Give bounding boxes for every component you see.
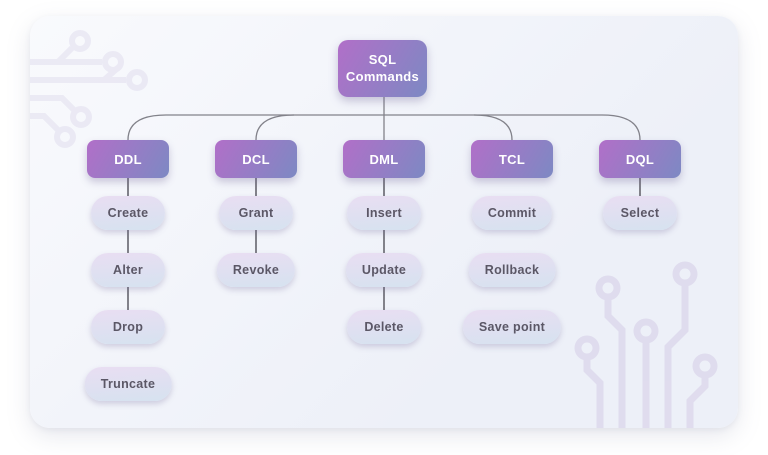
node-ddl: DDL [87, 140, 169, 178]
circuit-pattern-bottom-right-icon [574, 261, 718, 428]
node-delete: Delete [347, 310, 421, 344]
link-dml-insert [383, 178, 385, 196]
link-dcl-grant [255, 178, 257, 196]
link-dql-select [639, 178, 641, 196]
node-create: Create [91, 196, 165, 230]
node-select: Select [603, 196, 677, 230]
link-grant-revoke [255, 230, 257, 253]
link-ddl-create [127, 178, 129, 196]
node-drop: Drop [91, 310, 165, 344]
node-truncate: Truncate [84, 367, 172, 401]
node-savepoint: Save point [462, 310, 562, 344]
node-revoke: Revoke [216, 253, 296, 287]
node-update: Update [345, 253, 423, 287]
node-tcl: TCL [471, 140, 553, 178]
node-insert: Insert [347, 196, 421, 230]
link-insert-update [383, 230, 385, 253]
node-dql: DQL [599, 140, 681, 178]
node-dcl: DCL [215, 140, 297, 178]
link-create-alter [127, 230, 129, 253]
node-dml: DML [343, 140, 425, 178]
node-alter: Alter [91, 253, 165, 287]
node-rollback: Rollback [468, 253, 556, 287]
node-commit: Commit [471, 196, 553, 230]
link-alter-drop [127, 287, 129, 310]
link-update-delete [383, 287, 385, 310]
node-grant: Grant [219, 196, 293, 230]
node-sql-commands: SQL Commands [338, 40, 427, 97]
